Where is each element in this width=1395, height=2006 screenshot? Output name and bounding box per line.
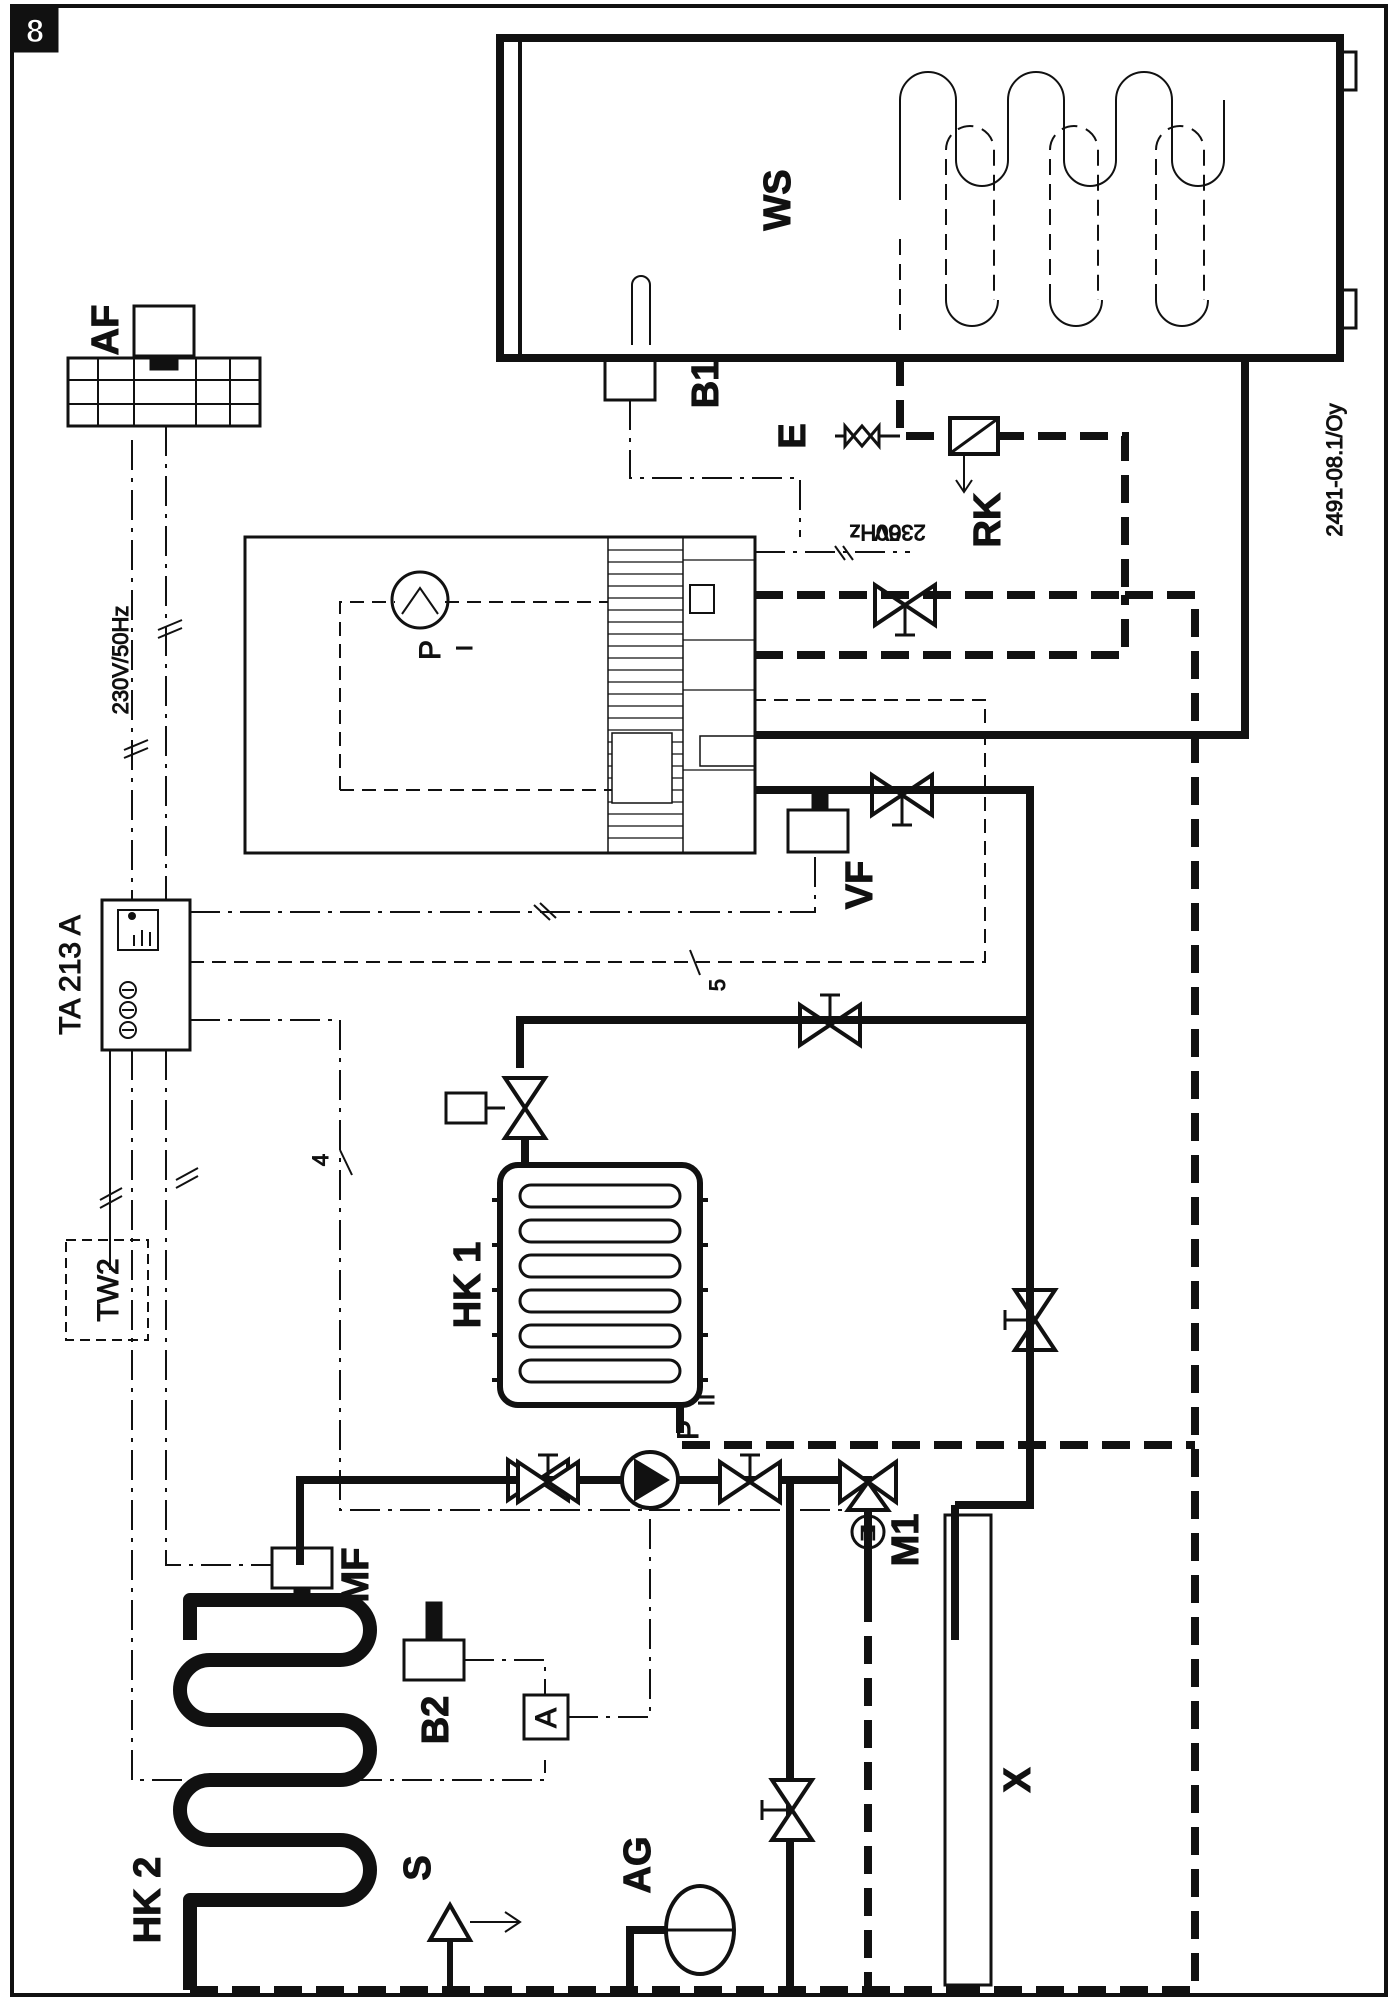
hk1-return-pipe-dashed bbox=[676, 1405, 1195, 1449]
main-flow-valve-handle bbox=[1003, 1310, 1035, 1330]
hk2-valve-1-handle bbox=[538, 1453, 558, 1482]
ws-valve-handle bbox=[895, 605, 915, 637]
b2-sensor bbox=[402, 1638, 466, 1682]
vf-sensor-stem bbox=[811, 789, 829, 811]
tw2-label: TW2 bbox=[92, 1258, 125, 1321]
figure-number: 8 bbox=[26, 13, 44, 49]
ws-tank bbox=[496, 34, 1358, 362]
s-label: S bbox=[397, 1855, 439, 1880]
boiler-power-label-2: 50Hz bbox=[849, 520, 900, 545]
b2-sensor-stem bbox=[425, 1601, 443, 1641]
hk2-floor-coil bbox=[173, 1593, 377, 1990]
hk1-label: HK 1 bbox=[447, 1242, 489, 1329]
figure-number-box bbox=[11, 5, 59, 53]
wire-ticks-mid bbox=[99, 1167, 199, 1209]
ws-main-pipe bbox=[755, 358, 1249, 739]
rk-arrow bbox=[955, 454, 973, 494]
hk1-flow-pipe bbox=[516, 1016, 1030, 1068]
pump-2-arrow bbox=[634, 1458, 670, 1502]
return-pipe-dashed-right bbox=[960, 591, 1199, 1994]
x-distributor bbox=[943, 1513, 993, 1987]
boiler bbox=[243, 535, 757, 855]
x-label: X bbox=[997, 1767, 1039, 1793]
a-label: A bbox=[530, 1708, 563, 1728]
vf-wire-ticks bbox=[533, 902, 557, 921]
heating-flow-pipe bbox=[755, 786, 1034, 1509]
hk2-label: HK 2 bbox=[127, 1857, 169, 1944]
b1-sensor bbox=[603, 358, 657, 402]
ag-label: AG bbox=[617, 1837, 659, 1894]
main-flow-valve bbox=[1011, 1288, 1059, 1352]
ws-coil-connection bbox=[896, 358, 950, 440]
wire-ticks-top bbox=[123, 619, 183, 759]
wire-count-5-tick bbox=[689, 949, 701, 976]
e-label: E bbox=[772, 423, 814, 448]
m1-label: M1 bbox=[885, 1514, 927, 1567]
boiler-power-ticks bbox=[834, 545, 854, 561]
s-safety-valve bbox=[426, 1900, 474, 1942]
hk1-thermostatic-valve bbox=[501, 1076, 549, 1140]
pump-2-label: P bbox=[672, 1420, 705, 1440]
a-wiring bbox=[464, 1510, 651, 1718]
boiler-control-wire bbox=[190, 699, 986, 963]
spacer bbox=[300, 1478, 870, 1600]
mf-wire bbox=[165, 1050, 272, 1566]
ag-pipe bbox=[626, 1926, 668, 1990]
vf-label: VF bbox=[839, 861, 881, 910]
pump-1-subscript: I bbox=[452, 645, 477, 651]
hk2-wire bbox=[131, 1050, 546, 1781]
b1-label: B1 bbox=[685, 360, 727, 409]
hk1-supply-valve-handle bbox=[820, 993, 840, 1025]
ws-return-pipe-dashed bbox=[755, 432, 1129, 599]
e-drain-valve bbox=[843, 421, 881, 451]
m1-mixer-valve bbox=[838, 1458, 898, 1512]
b2-label: B2 bbox=[415, 1696, 457, 1745]
pump-1-label: P bbox=[414, 640, 447, 660]
hk1-radiator bbox=[492, 1162, 708, 1408]
wire-count-4-tick bbox=[339, 1149, 353, 1176]
s-valve-outlet bbox=[470, 1911, 522, 1933]
tw2-box bbox=[65, 1239, 149, 1341]
ws-label: WS bbox=[757, 169, 799, 230]
bypass-valve-handle bbox=[760, 1800, 792, 1820]
rk-label: RK bbox=[967, 492, 1009, 547]
flow-valve-handle bbox=[892, 795, 912, 827]
frame-border bbox=[10, 4, 1388, 1997]
af-label: AF bbox=[85, 305, 127, 356]
hk2-supply-pipe bbox=[296, 1476, 872, 1598]
boiler-power-label-1: 230V bbox=[874, 520, 926, 545]
hk2-valve-2-handle bbox=[740, 1453, 760, 1482]
pump-2-subscript: II bbox=[694, 1394, 719, 1406]
b1-wire bbox=[629, 400, 801, 537]
ws-flow-pipe-dashed bbox=[755, 595, 1129, 659]
mains-voltage-label: 230V/50Hz bbox=[108, 606, 133, 715]
vf-sensor bbox=[786, 808, 850, 854]
drawing-reference: 2491-08.1/Oy bbox=[1322, 403, 1347, 536]
wire-count-4: 4 bbox=[308, 1154, 333, 1166]
rk-check-valve-mark bbox=[951, 418, 997, 454]
hk1-thermostat-head bbox=[444, 1091, 488, 1125]
ta213a-controller bbox=[100, 898, 192, 1052]
wire-count-5: 5 bbox=[705, 979, 730, 991]
controller-label: TA 213 A bbox=[54, 915, 87, 1035]
af-sensor bbox=[66, 304, 262, 428]
vf-wire bbox=[190, 852, 816, 913]
